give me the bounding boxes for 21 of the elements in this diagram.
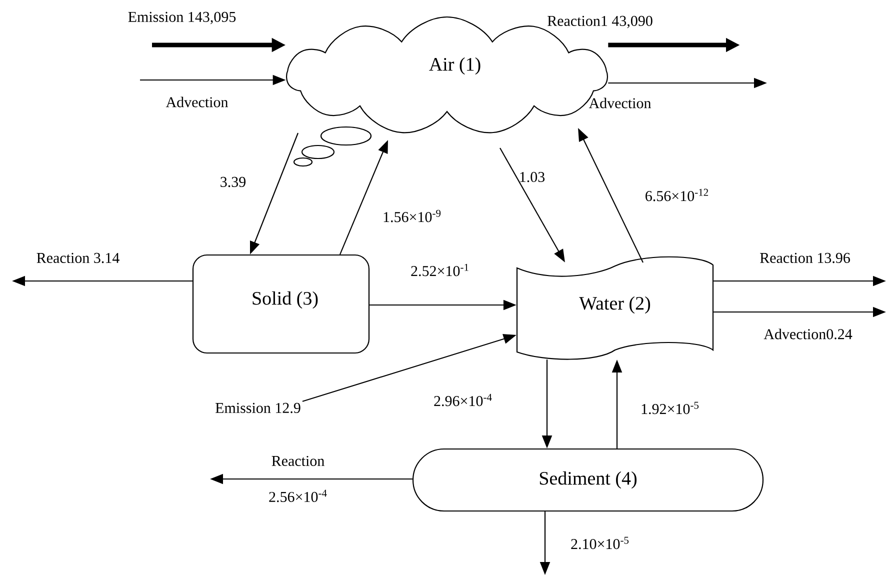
rounded-box: Sediment (4) bbox=[412, 448, 764, 512]
edge-label: 2.52×10$^{-1}$ bbox=[411, 264, 468, 276]
edge-label: 1.03 bbox=[520, 172, 545, 182]
node-label: Air (1) bbox=[429, 57, 480, 75]
edge-label: 1.92×10$^{-5}$ bbox=[642, 402, 699, 414]
edge-label: Reaction1 43,090 bbox=[548, 16, 652, 28]
node-label: Solid (3) bbox=[252, 291, 318, 309]
edge-label: Reaction 13.96 bbox=[760, 252, 850, 264]
edge-label: 3.39 bbox=[220, 176, 246, 188]
edge-label: 2.10×10$^{-5}$ bbox=[571, 536, 629, 550]
edge-label: Reaction 3.14 bbox=[36, 252, 120, 264]
edge-label: 6.56×10$^{-12}$ bbox=[646, 188, 708, 202]
edge-label: Advection bbox=[166, 96, 228, 108]
edge-label: Advection bbox=[588, 98, 652, 108]
emission-label: Emission 12.9 bbox=[216, 402, 300, 414]
edge-label: Advection0.24 bbox=[764, 328, 852, 340]
edge-label: 2.96×10$^{-4}$ bbox=[434, 394, 492, 406]
edge-label: 1.56×10$^{-9}$ bbox=[384, 210, 441, 222]
node-label: Water (2) bbox=[579, 296, 650, 314]
edge-label: Emission 143,095 bbox=[128, 12, 236, 24]
edge-label: Reaction 2.56×10$^{-4}$ bbox=[269, 456, 327, 502]
